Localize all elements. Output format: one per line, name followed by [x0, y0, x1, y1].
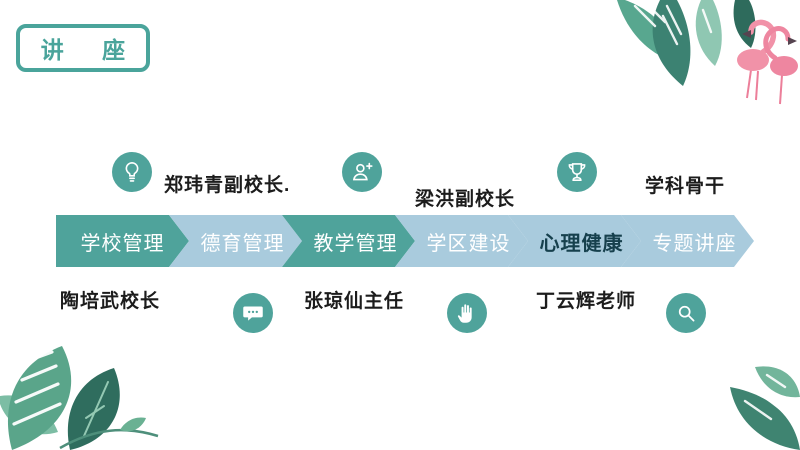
- flamingo-icon: [737, 19, 798, 105]
- process-flow: 学校管理 德育管理 教学管理 学区建设 心理健康 专题讲座: [56, 215, 754, 267]
- raised-hand-icon: [447, 293, 487, 333]
- flow-step-special-lecture: 专题讲座: [621, 215, 754, 267]
- leaf-stripes: [12, 350, 62, 426]
- leaf-stripes: [743, 373, 787, 421]
- presenter-name-zhang-qiongxian: 张琼仙主任: [304, 291, 405, 312]
- leaves-flamingo-decoration: [617, 0, 798, 105]
- presenter-name-tao-peiwu: 陶培武校长: [60, 291, 161, 312]
- flow-step-label: 德育管理: [200, 232, 285, 255]
- slide-title-badge: 讲 座: [16, 24, 150, 72]
- flow-step-label: 专题讲座: [652, 232, 737, 255]
- presenter-name-zheng-weiqing: 郑玮青副校长.: [164, 175, 291, 196]
- flow-step-label: 教学管理: [313, 232, 398, 255]
- presenter-name-liang-hong: 梁洪副校长: [415, 189, 516, 210]
- trophy-icon: [557, 152, 597, 192]
- presenter-name-ding-yunhui: 丁云辉老师: [536, 291, 637, 312]
- add-person-icon: [342, 152, 382, 192]
- flow-step-mental-health: 心理健康: [508, 215, 641, 267]
- flow-step-district-construction: 学区建设: [395, 215, 528, 267]
- leaves-decoration-bottom-right: [730, 366, 800, 450]
- flow-step-school-management: 学校管理: [56, 215, 189, 267]
- magnifier-icon: [666, 293, 706, 333]
- lightbulb-icon: [112, 152, 152, 192]
- speech-bubble-icon: [233, 293, 273, 333]
- flow-step-label: 学校管理: [80, 232, 165, 255]
- flow-step-teaching-management: 教学管理: [282, 215, 415, 267]
- flow-step-label: 心理健康: [539, 232, 624, 255]
- flow-step-label: 学区建设: [426, 232, 511, 255]
- flow-step-moral-education: 德育管理: [169, 215, 302, 267]
- slide-title: 讲 座: [40, 37, 142, 63]
- presenter-name-subject-backbone: 学科骨干: [645, 176, 726, 197]
- leaf-stripes: [633, 0, 713, 46]
